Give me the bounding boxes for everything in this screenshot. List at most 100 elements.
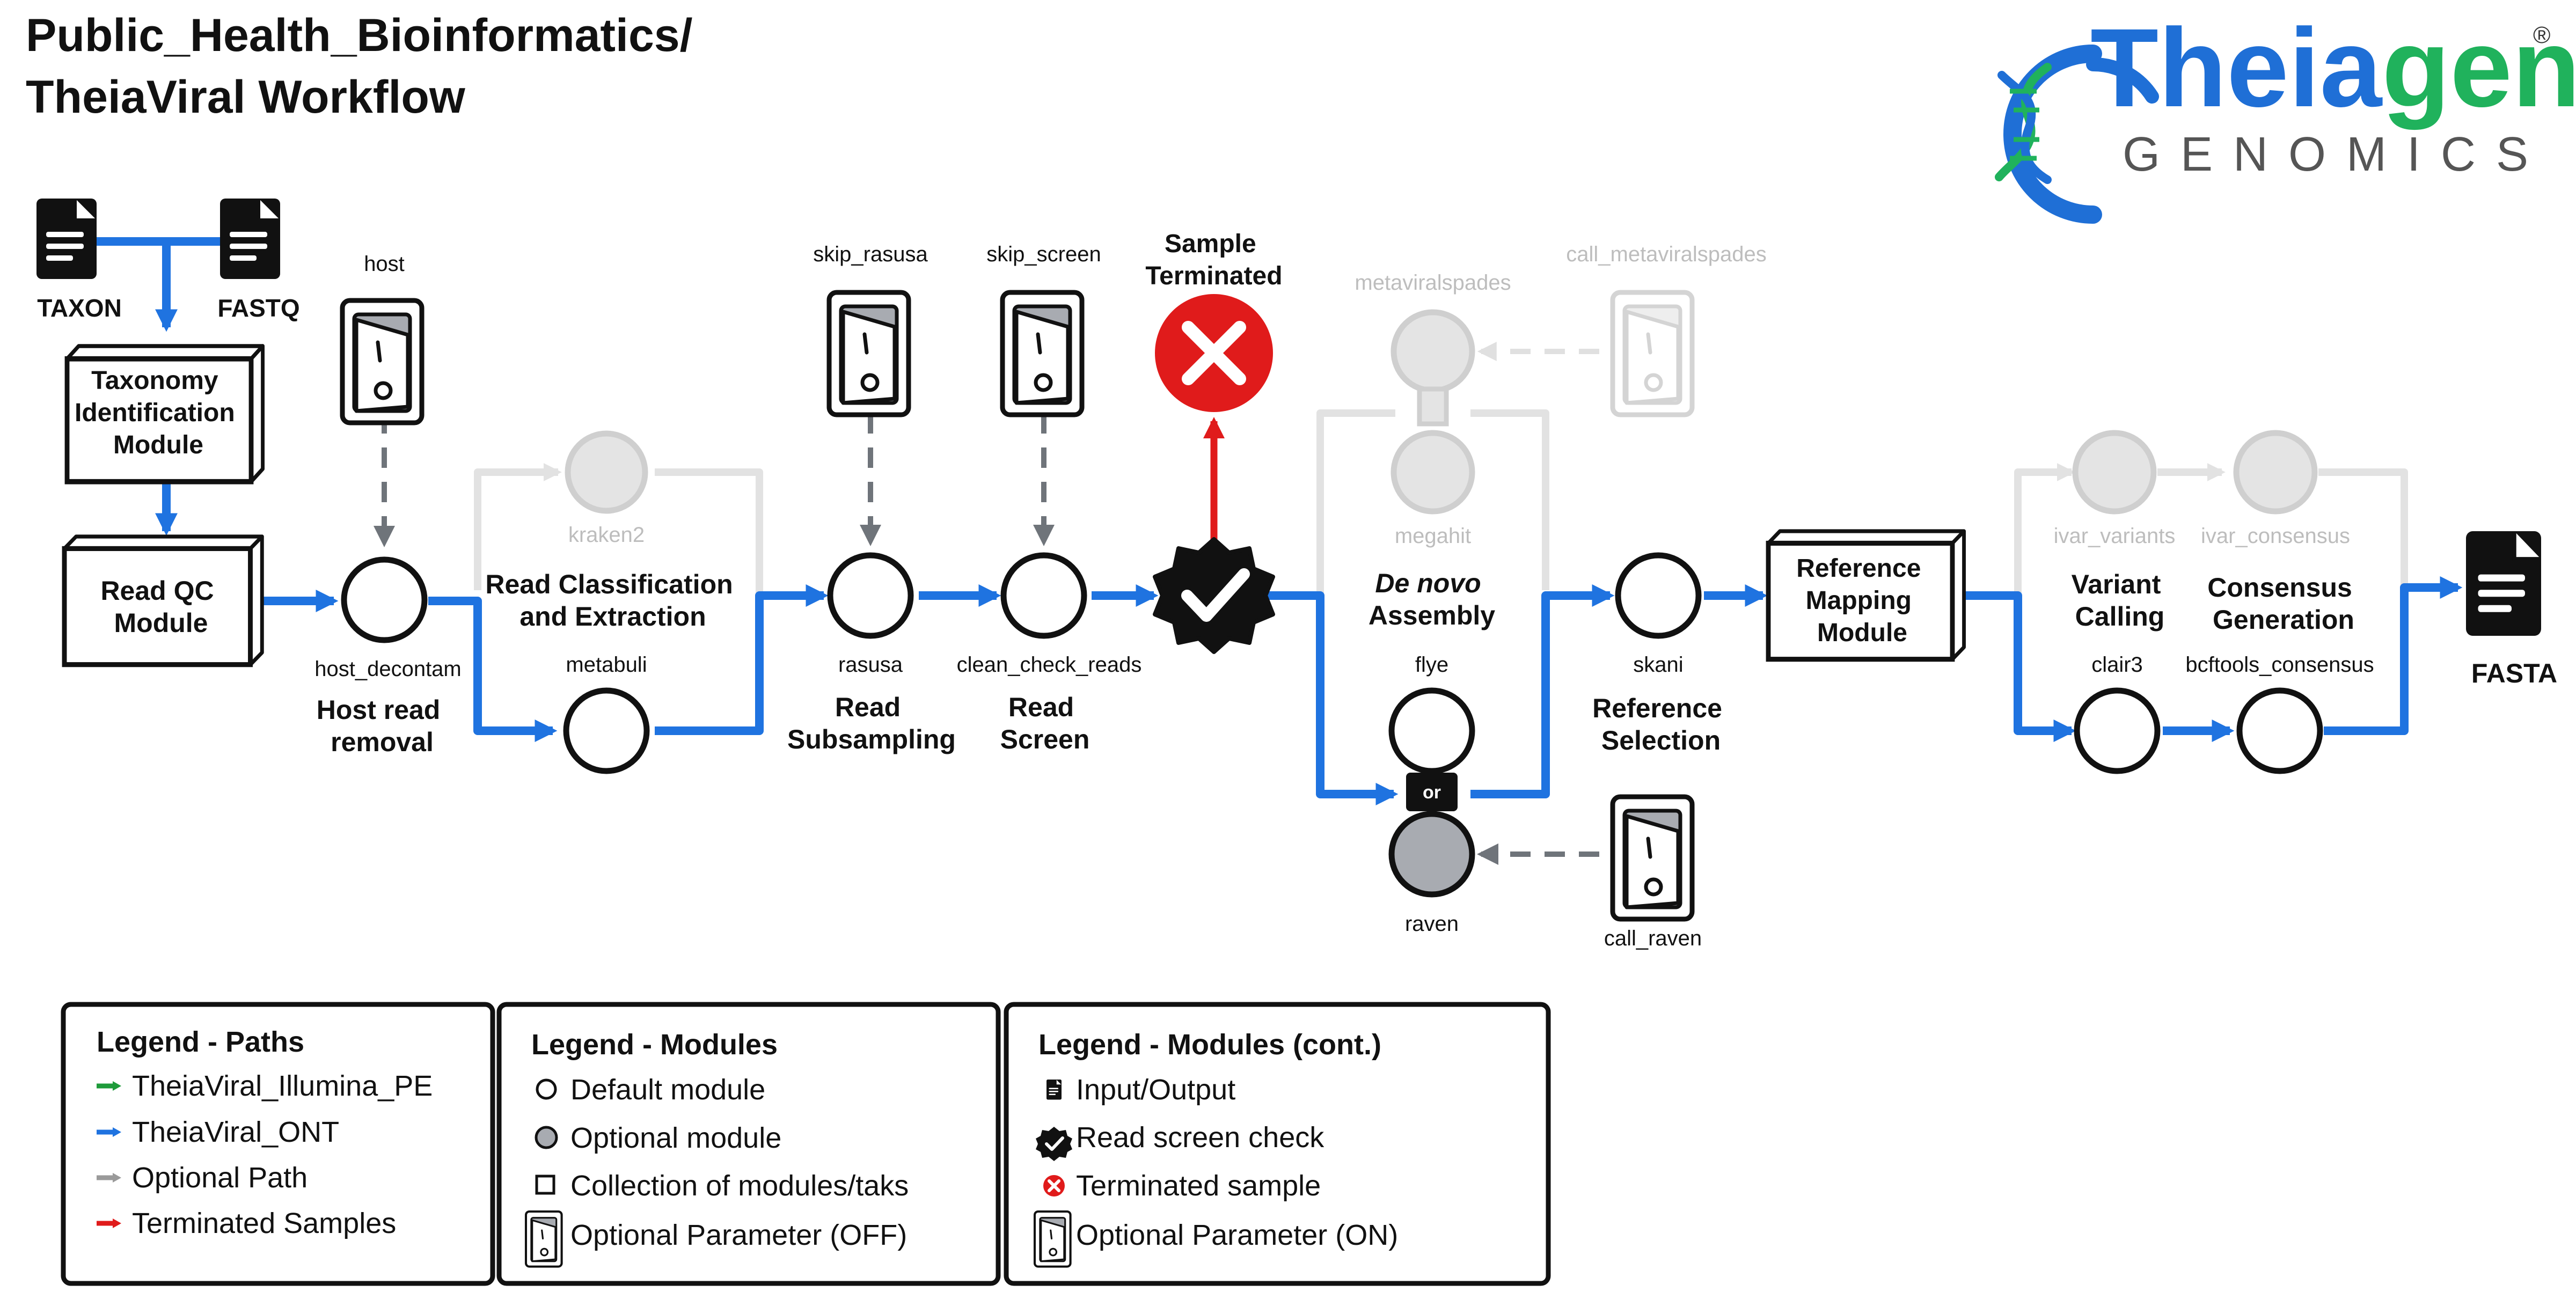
box-icon — [535, 1174, 555, 1195]
call-raven-label: call_raven — [1604, 927, 1702, 950]
optional-module-circle — [1391, 309, 1475, 394]
de-novo-line-1: De novo — [1375, 568, 1481, 598]
legend-module-label: Input/Output — [1076, 1074, 1235, 1106]
svg-text:Variant Calling: Variant Calling — [2072, 569, 2169, 632]
legend-modules: Legend - Modules Default module Optional… — [496, 1002, 1001, 1286]
switch-off-icon — [526, 1212, 562, 1267]
logo-ring-icon — [2003, 45, 2102, 224]
taxon-input: TAXON — [36, 199, 122, 322]
rasusa-label: rasusa — [838, 653, 903, 677]
legend-module-label: Terminated sample — [1076, 1170, 1321, 1202]
skip-screen-label: skip_screen — [986, 243, 1101, 266]
read-qc-line-2: Module — [114, 608, 208, 638]
or-label: or — [1423, 782, 1441, 803]
default-module-circle — [2236, 687, 2323, 774]
host-switch: host — [342, 252, 422, 423]
parameter-dashed-lines — [374, 413, 1599, 865]
raven-node: raven — [1388, 811, 1475, 936]
skip-rasusa-label: skip_rasusa — [813, 243, 928, 266]
optional-module-circle — [565, 430, 648, 514]
legend-module-label: Read screen check — [1076, 1121, 1324, 1154]
skip-screen-switch: skip_screen — [986, 243, 1101, 415]
optional-module-circle — [1388, 811, 1475, 898]
default-module-circle — [563, 687, 650, 774]
fastq-input: FASTQ — [217, 199, 300, 322]
skip-rasusa-switch: skip_rasusa — [813, 243, 928, 415]
taxonomy-line-1: Taxonomy — [91, 366, 218, 395]
check-badge-icon — [1036, 1127, 1072, 1161]
classification-line-1: Read Classification — [485, 569, 733, 599]
metaviralspades-label: metaviralspades — [1355, 271, 1511, 295]
flye-label: flye — [1415, 653, 1448, 677]
title-line-1: Public_Health_Bioinformatics/ — [26, 10, 693, 61]
default-module-circle — [2074, 687, 2161, 774]
ivar-variants-node: ivar_variants — [2054, 430, 2176, 548]
terminated-line-1: Sample — [1165, 230, 1256, 258]
legend-path-item: Terminated Samples — [97, 1207, 396, 1239]
raven-label: raven — [1405, 912, 1459, 936]
document-icon — [220, 199, 280, 279]
legend-path-label: TheiaViral_ONT — [132, 1116, 339, 1148]
taxonomy-line-2: Identification — [75, 399, 235, 427]
default-module-circle — [1615, 552, 1702, 639]
host-removal-line-2: removal — [331, 727, 434, 757]
switch-off-icon — [1613, 292, 1692, 415]
refmap-line-3: Module — [1817, 619, 1907, 647]
switch-off-icon — [829, 292, 909, 415]
megahit-node: megahit — [1391, 430, 1475, 548]
metabuli-label: metabuli — [566, 653, 647, 677]
legend-path-label: Terminated Samples — [132, 1207, 396, 1239]
optional-module-circle — [2233, 430, 2318, 515]
terminated-line-2: Terminated — [1145, 262, 1282, 290]
legend-path-label: TheiaViral_Illumina_PE — [132, 1070, 433, 1102]
document-icon — [2466, 531, 2541, 636]
kraken2-node: kraken2 — [565, 430, 648, 547]
subsampling-line-2: Subsampling — [787, 724, 956, 754]
legend-paths: Legend - Paths TheiaViral_Illumina_PE Th… — [61, 1002, 495, 1286]
switch-off-icon — [342, 300, 422, 423]
refmap-line-2: Mapping — [1806, 586, 1912, 615]
logo-name: Theiagen — [2090, 6, 2576, 130]
x-icon — [1182, 321, 1246, 385]
check-badge-icon — [1153, 537, 1275, 654]
ivar-variants-label: ivar_variants — [2054, 524, 2176, 548]
logo-sub: GENOMICS — [2123, 128, 2549, 181]
clean-check-reads-label: clean_check_reads — [957, 653, 1142, 677]
svg-text:Read Screen: Read Screen — [1000, 692, 1090, 754]
ref-selection-line-2: Selection — [1601, 725, 1721, 755]
read-qc-module: Read QC Module — [64, 537, 262, 665]
svg-text:Read QC Module: Read QC Module — [100, 576, 221, 638]
legend-module-label: Collection of modules/taks — [570, 1170, 909, 1202]
read-screen-line-2: Screen — [1000, 724, 1090, 754]
ivar-consensus-label: ivar_consensus — [2201, 524, 2350, 548]
sample-terminated: Sample Terminated — [1145, 230, 1283, 412]
variant-calling-line-2: Calling — [2075, 601, 2165, 632]
document-icon — [36, 199, 97, 279]
connector — [1417, 386, 1449, 427]
logo-registered: ® — [2533, 22, 2550, 48]
host-switch-label: host — [364, 252, 405, 276]
skani-label: skani — [1633, 653, 1683, 677]
legend-paths-title: Legend - Paths — [97, 1026, 304, 1058]
taxon-label: TAXON — [37, 294, 122, 322]
de-novo-line-2: Assembly — [1368, 600, 1495, 630]
legend-modules-cont: Legend - Modules (cont.) Input/Output Re… — [1004, 1002, 1551, 1286]
legend-path-item: TheiaViral_Illumina_PE — [97, 1070, 433, 1102]
metabuli-node: metabuli — [563, 653, 650, 774]
switch-off-icon — [1002, 292, 1082, 415]
host-decontam-label: host_decontam — [314, 657, 462, 681]
legend-modules-title: Legend - Modules — [531, 1029, 778, 1061]
legend-module-label: Optional module — [570, 1122, 781, 1154]
default-module-circle — [827, 552, 914, 639]
consensus-line-2: Generation — [2213, 605, 2354, 635]
skani-node: skani — [1615, 552, 1702, 677]
read-qc-line-1: Read QC — [100, 576, 214, 606]
bcftools-consensus-node: bcftools_consensus — [2185, 653, 2374, 774]
legend-path-label: Optional Path — [132, 1162, 308, 1194]
call-metaviralspades-switch: call_metaviralspades — [1566, 243, 1767, 415]
svg-text:Read Subsampling: Read Subsampling — [787, 692, 956, 754]
svg-text:Reference Selection: Reference Selection — [1592, 693, 1730, 755]
megahit-label: megahit — [1395, 524, 1471, 548]
reference-mapping-module: Reference Mapping Module — [1768, 531, 1964, 659]
